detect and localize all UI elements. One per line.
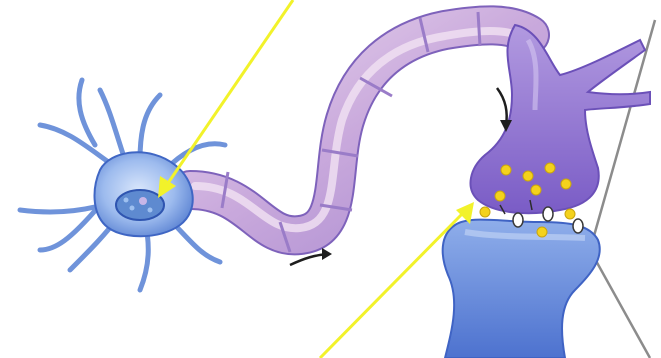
vesicle — [501, 165, 511, 175]
vesicle — [523, 171, 533, 181]
vesicle — [480, 207, 490, 217]
vesicle — [545, 163, 555, 173]
vesicle — [495, 191, 505, 201]
presynaptic-terminal — [471, 25, 650, 213]
postsynaptic-dendrite — [443, 220, 600, 358]
cell-nucleus — [116, 190, 164, 220]
vesicle — [531, 185, 541, 195]
vesicle — [565, 209, 575, 219]
nucleus-pointer-arrow — [158, 0, 293, 198]
vesicle — [561, 179, 571, 189]
axon — [190, 12, 530, 252]
vesicle — [537, 227, 547, 237]
